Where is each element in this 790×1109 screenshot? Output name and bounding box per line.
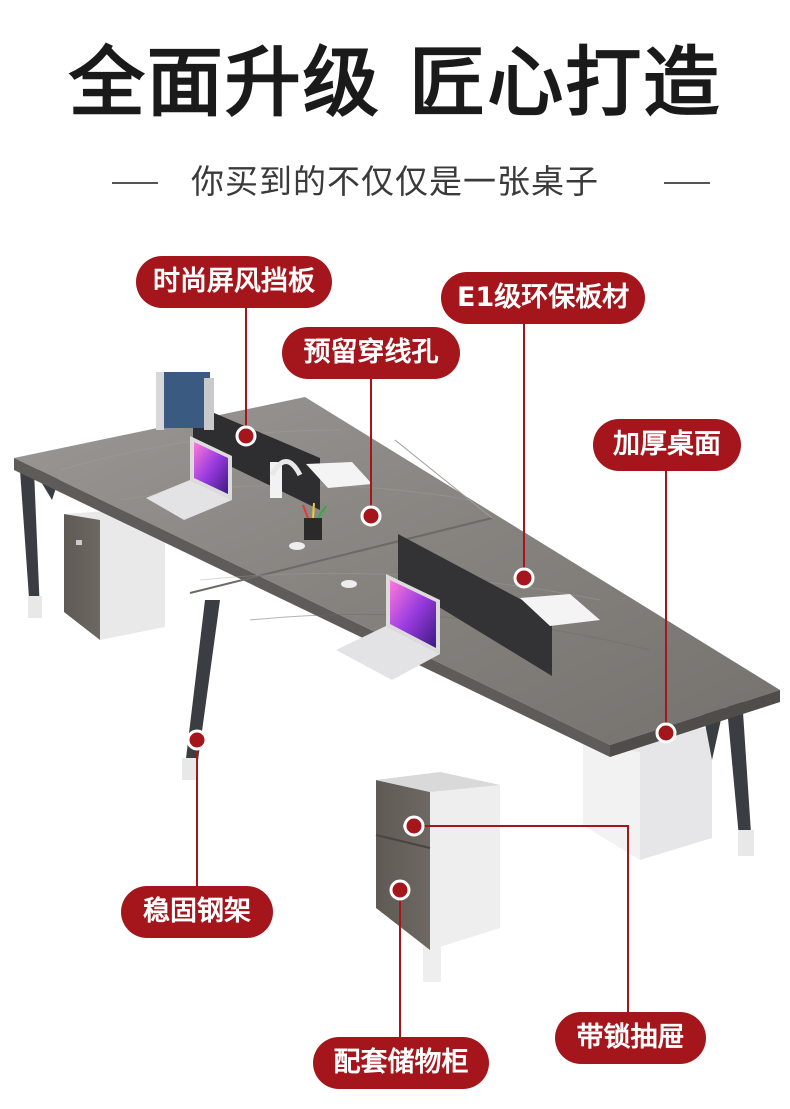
paper-sheet <box>520 594 600 626</box>
subtitle: 你买到的不仅仅是一张桌子 <box>191 162 599 201</box>
callout-cabinet: 配套储物柜 <box>313 1037 489 1089</box>
laptop-back <box>146 436 232 520</box>
callout-thick-top: 加厚桌面 <box>593 419 741 471</box>
callout-dots <box>186 425 677 901</box>
callout-cable-hole: 预留穿线孔 <box>282 327 460 379</box>
subtitle-left-rule <box>112 182 158 184</box>
cabinet-back-left <box>64 508 165 640</box>
cable-hole <box>289 542 305 550</box>
callout-lock-drawer: 带锁抽屉 <box>555 1012 706 1064</box>
callout-steel-frame: 稳固钢架 <box>121 886 273 938</box>
headline: 全面升级 匠心打造 <box>68 38 722 127</box>
steel-frame-back <box>20 470 754 856</box>
cable-hole <box>341 580 357 588</box>
paper-sheet <box>306 462 372 488</box>
cabinet-front <box>375 772 500 950</box>
callout-leader-lines <box>196 305 667 1044</box>
file-organizer <box>156 372 214 430</box>
headphones <box>269 459 303 477</box>
subtitle-right-rule <box>664 182 710 184</box>
laptop-front <box>336 574 440 680</box>
callout-e1-board: E1级环保板材 <box>441 272 645 324</box>
pen-cup <box>302 502 327 540</box>
subtitle-row: 你买到的不仅仅是一张桌子 <box>0 160 790 204</box>
screen-panel <box>193 404 552 676</box>
callout-screen-panel: 时尚屏风挡板 <box>136 256 332 308</box>
